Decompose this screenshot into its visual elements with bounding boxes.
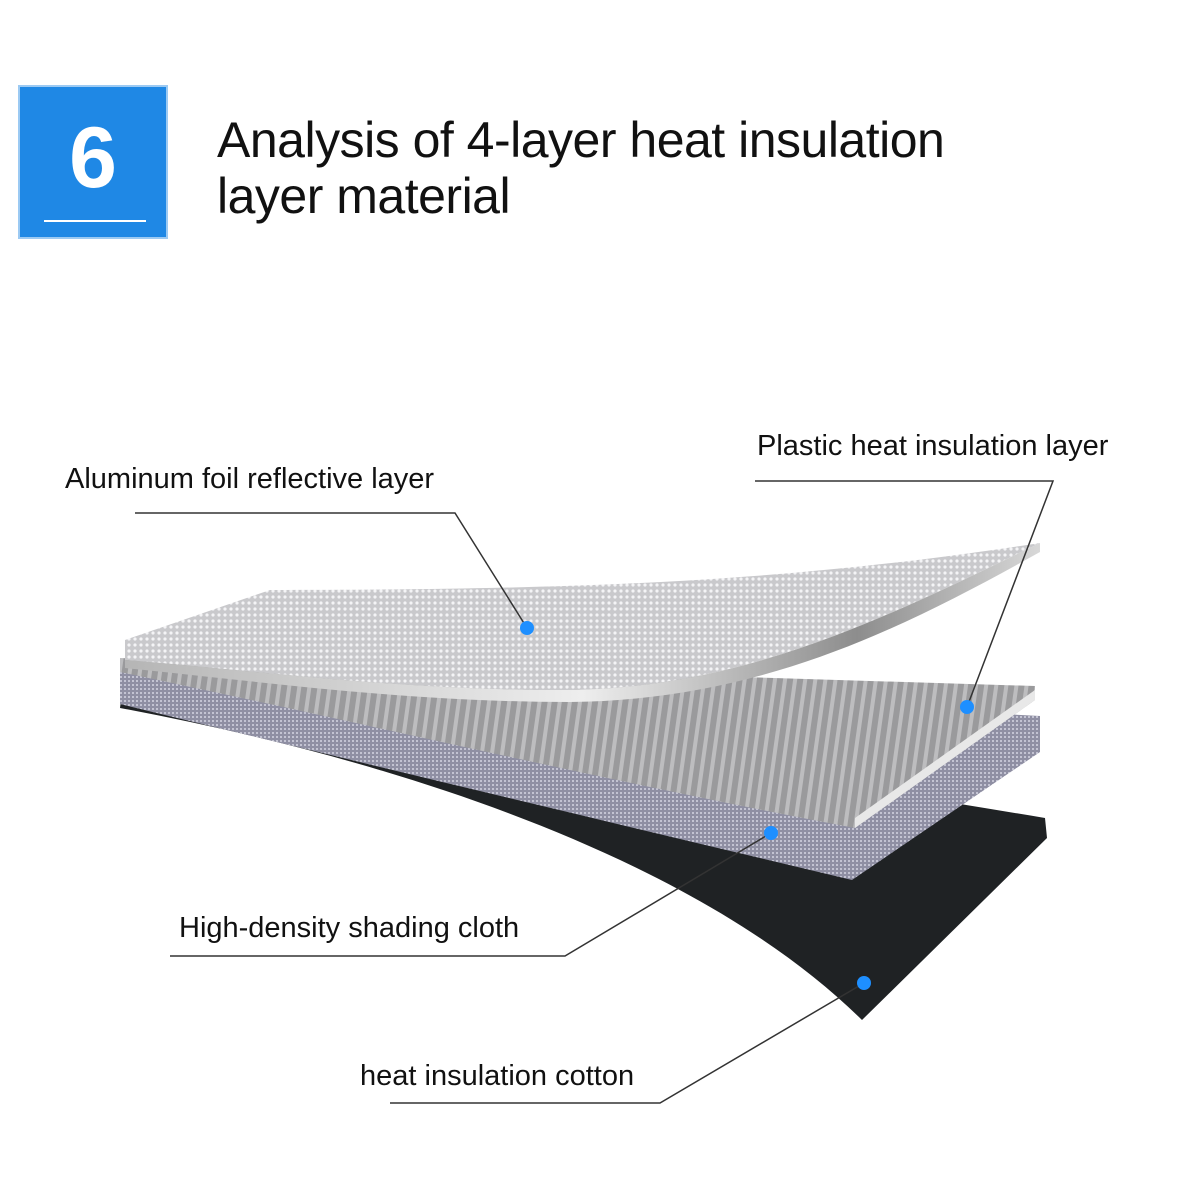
plastic-layer xyxy=(120,658,1035,828)
label-plastic-layer: Plastic heat insulation layer xyxy=(757,430,1109,462)
plastic-layer-edge xyxy=(855,690,1035,828)
plastic-marker-dot xyxy=(960,700,974,714)
badge-underline xyxy=(44,220,146,222)
step-number: 6 xyxy=(69,110,117,206)
shading-marker-dot xyxy=(764,826,778,840)
label-aluminum-foil: Aluminum foil reflective layer xyxy=(65,463,435,495)
label-insulation-cotton: heat insulation cotton xyxy=(360,1060,635,1092)
title-line-1: Analysis of 4-layer heat insulation xyxy=(217,112,945,168)
aluminum-marker-dot xyxy=(520,621,534,635)
cotton-layer xyxy=(120,692,1047,1020)
aluminum-leader-line xyxy=(135,512,528,629)
cotton-marker-dot xyxy=(857,976,871,990)
page-title: Analysis of 4-layer heat insulation laye… xyxy=(217,112,945,224)
shading-leader-line xyxy=(170,832,772,957)
step-badge: 6 xyxy=(18,85,168,239)
cotton-leader-line xyxy=(390,982,865,1104)
plastic-leader-line xyxy=(755,480,1055,708)
label-shading-cloth: High-density shading cloth xyxy=(179,912,520,944)
title-line-2: layer material xyxy=(217,168,511,224)
aluminum-foil-layer xyxy=(125,543,1040,690)
